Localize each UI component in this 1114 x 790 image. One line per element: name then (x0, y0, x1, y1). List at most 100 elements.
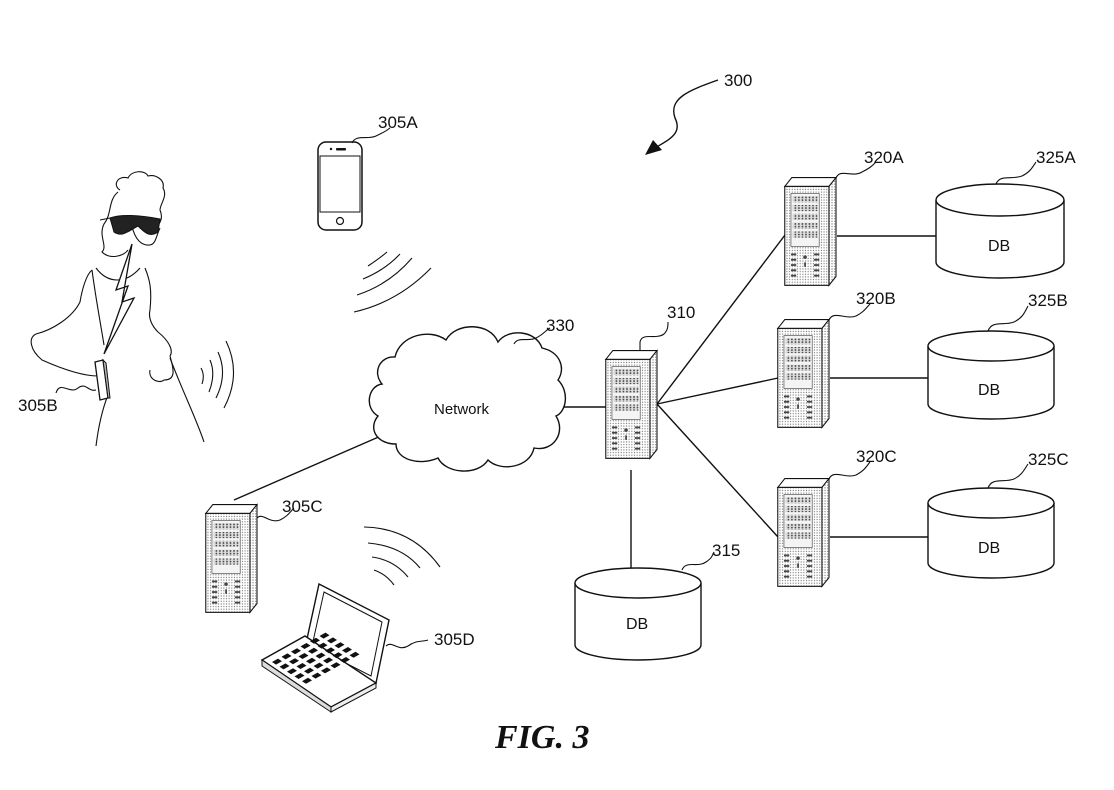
label-320C: 320C (856, 447, 897, 466)
label-305D: 305D (434, 630, 475, 649)
keyboard-key (310, 637, 320, 644)
keyboard-key (279, 663, 290, 670)
squiggle-arrow (654, 79, 719, 149)
server-320C[interactable]: 320C (777, 447, 897, 587)
leader-325A (995, 161, 1037, 185)
leader-320B (828, 303, 871, 321)
server-320B[interactable]: 320B (777, 289, 896, 428)
keyboard-key (306, 657, 316, 664)
connections (233, 234, 936, 568)
keyboard-key (317, 642, 328, 649)
db-label: DB (978, 540, 1000, 557)
database-325B[interactable]: DB 325B (927, 291, 1068, 420)
wireless-signal-icon (353, 251, 432, 313)
speaker (336, 148, 346, 151)
leader-320C (828, 461, 871, 480)
server-icon (777, 319, 830, 428)
keyboard-key (304, 667, 314, 674)
laptop-305D[interactable]: 305D (260, 526, 475, 713)
keyboard-key (325, 647, 335, 654)
keyboard-key (281, 653, 292, 660)
central-server-310[interactable]: 310 (605, 303, 696, 459)
keyboard-key (298, 653, 309, 659)
label-305C: 305C (282, 497, 323, 516)
server-icon (205, 504, 258, 613)
leader-305D (385, 639, 429, 649)
keyboard-key (327, 637, 337, 644)
leader-315 (681, 551, 715, 571)
keyboard-key (340, 657, 350, 663)
camera (329, 147, 333, 151)
keyboard-key (332, 652, 343, 659)
database-icon (574, 567, 702, 661)
keyboard-key (315, 652, 326, 659)
keyboard-key (334, 642, 345, 649)
leader-310 (639, 321, 669, 350)
keyboard-key (291, 648, 301, 655)
keyboard-key (330, 662, 341, 669)
home-button (335, 216, 345, 226)
arrowhead-icon (645, 140, 662, 155)
link-310-320B (656, 377, 779, 405)
keyboard-key (321, 667, 331, 674)
label-320A: 320A (864, 148, 904, 167)
server-icon (784, 177, 837, 286)
label-305A: 305A (378, 113, 418, 132)
leader-320A (835, 161, 877, 179)
db-label: DB (626, 616, 648, 633)
link-310-320A (656, 234, 786, 405)
keyboard-key (287, 668, 297, 675)
leader-305A (351, 127, 391, 144)
keyboard-key (313, 662, 324, 669)
server-icon (777, 478, 830, 587)
keyboard-key (300, 643, 311, 649)
person-icon (30, 171, 205, 447)
link-305C-network (233, 431, 391, 501)
keyboard-key (349, 651, 360, 658)
label-310: 310 (667, 303, 695, 322)
smartphone-305A[interactable]: 305A (317, 113, 432, 313)
figure-caption: FIG. 3 (494, 719, 589, 756)
leader-325C (987, 463, 1029, 489)
keyboard-key (323, 657, 333, 664)
leader-325B (987, 305, 1029, 332)
keyboard-key (308, 647, 318, 654)
wearable-user-305B[interactable]: 305B (18, 171, 235, 447)
keyboard-key (342, 647, 352, 653)
label-315: 315 (712, 541, 740, 560)
leader-305B (55, 385, 97, 394)
link-310-320C (656, 403, 779, 538)
leader-305C (256, 507, 295, 522)
label-325C: 325C (1028, 450, 1069, 469)
client-server-305C[interactable]: 305C (205, 497, 323, 613)
database-325A[interactable]: DB 325A (935, 148, 1076, 279)
keyboard-key (294, 673, 305, 679)
server-320A[interactable]: 320A (784, 148, 905, 286)
keyboard-key (272, 658, 282, 665)
label-320B: 320B (856, 289, 896, 308)
cloud-icon (368, 326, 566, 472)
keyboard-key (296, 663, 307, 669)
network-label: Network (434, 401, 490, 418)
keyboard-key (311, 672, 322, 679)
database-325C[interactable]: DB 325C (927, 450, 1069, 579)
label-325A: 325A (1036, 148, 1076, 167)
wireless-signal-icon (363, 526, 441, 586)
db-label: DB (988, 238, 1010, 255)
keyboard-key (302, 677, 312, 684)
keyboard-key (319, 632, 330, 639)
system-reference-300: 300 (645, 71, 752, 155)
label-325B: 325B (1028, 291, 1068, 310)
keyboard-key (289, 658, 299, 665)
central-database-315[interactable]: DB 315 (574, 541, 740, 661)
wireless-signal-icon (200, 340, 235, 409)
label-305B: 305B (18, 396, 58, 415)
smartphone-screen (319, 155, 361, 213)
label-300: 300 (724, 71, 752, 90)
database-icon (927, 330, 1055, 420)
label-330: 330 (546, 316, 574, 335)
database-icon (927, 487, 1055, 579)
network-cloud-330[interactable]: Network 330 (368, 316, 574, 472)
leader-330 (513, 327, 551, 345)
